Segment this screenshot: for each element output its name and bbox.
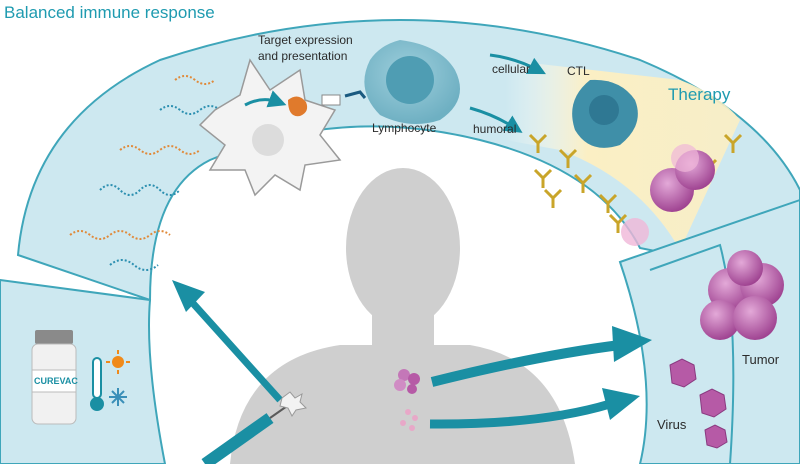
ctl-label: CTL <box>567 64 590 78</box>
cellular-label: cellular <box>492 62 531 76</box>
ctl-cell <box>572 79 638 148</box>
therapy-label: Therapy <box>668 85 731 104</box>
snowflake-icon <box>109 388 127 406</box>
therapy-tumor-cells <box>621 144 715 246</box>
humoral-arrow <box>469 106 523 133</box>
injection-dendritic-cell <box>279 391 308 417</box>
target-expression-label: Target expression and presentation <box>258 33 353 63</box>
cellular-arrow <box>489 53 546 75</box>
arrow-to-virus <box>429 388 640 429</box>
antigen-protein <box>288 96 308 117</box>
mhc-complex <box>321 94 341 106</box>
tumor-cluster <box>700 250 784 340</box>
thermometer-icon <box>90 357 104 411</box>
tumor-label: Tumor <box>742 352 780 367</box>
arrow-to-arc <box>172 280 283 403</box>
virus-label: Virus <box>657 417 687 432</box>
human-silhouette <box>230 168 575 464</box>
arrow-to-tumor <box>430 326 652 387</box>
antibodies <box>528 133 743 233</box>
sun-icon <box>106 350 130 374</box>
vial-brand-label: CUREVAC <box>34 376 78 386</box>
virus-particles <box>669 358 728 449</box>
humoral-label: humoral <box>473 122 517 136</box>
vaccine-vial <box>31 330 77 425</box>
mrna-strands <box>69 75 221 271</box>
tumor-cells-body <box>394 369 420 394</box>
lymphocyte-label: Lymphocyte <box>372 121 437 135</box>
storage-panel <box>0 278 167 464</box>
tcr-receptor <box>344 90 367 99</box>
virus-particles-body <box>400 409 418 431</box>
lymphocyte-cell <box>364 40 460 124</box>
diagram-title: Balanced immune response <box>4 3 215 22</box>
dendritic-nucleus <box>252 124 284 156</box>
